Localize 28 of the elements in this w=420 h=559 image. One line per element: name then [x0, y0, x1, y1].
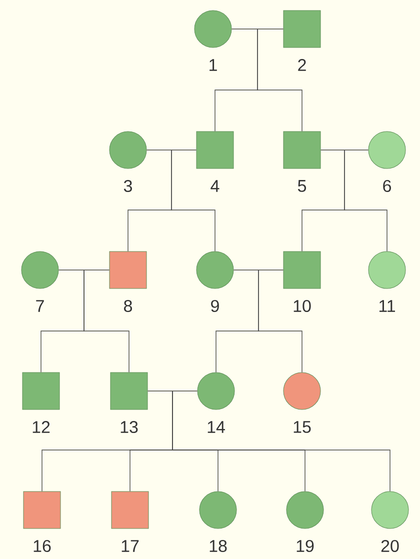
person-number: 7 — [36, 300, 44, 312]
couple-line — [147, 390, 198, 392]
descent-line — [84, 270, 130, 373]
person-number: 18 — [210, 540, 227, 552]
person-number: 16 — [34, 540, 51, 552]
descent-line — [257, 28, 302, 132]
person-number: 11 — [379, 300, 395, 312]
person-number: 5 — [298, 180, 306, 192]
person-number: 9 — [211, 300, 219, 312]
person-number: 19 — [296, 540, 314, 552]
person-number: 13 — [120, 420, 138, 434]
person-number: 4 — [210, 180, 220, 192]
person-number: 8 — [124, 300, 132, 312]
person-number: 6 — [383, 180, 391, 192]
couple-line — [231, 28, 284, 30]
person-number: 2 — [298, 59, 306, 71]
person-number: 10 — [294, 300, 311, 312]
descent-line — [171, 150, 216, 252]
person-number: 15 — [294, 421, 311, 433]
person-number: 17 — [122, 540, 139, 552]
descent-line — [344, 150, 388, 252]
person-number: 1 — [210, 59, 217, 71]
person-number: 3 — [124, 180, 132, 192]
descent-line — [172, 390, 390, 492]
person-number: 20 — [381, 540, 399, 552]
person-number: 12 — [32, 421, 50, 433]
person-number: 14 — [208, 421, 225, 433]
descent-line — [258, 270, 302, 373]
